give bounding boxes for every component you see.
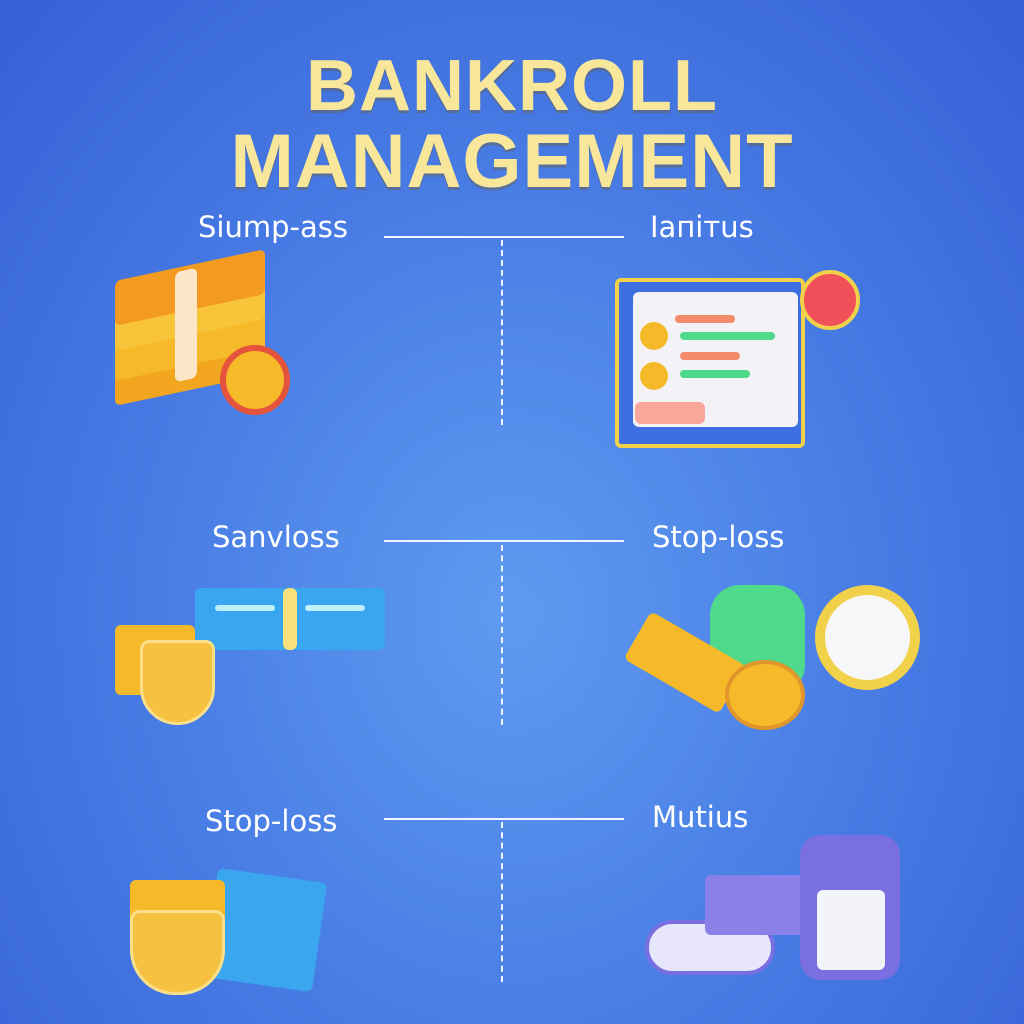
shield-coins-card-icon: [105, 570, 395, 730]
connector-line: [384, 818, 624, 820]
connector-line: [384, 236, 624, 238]
connector-dash: [501, 822, 503, 982]
shield-coins-cash-icon: [100, 850, 330, 1000]
title-line-1: BANKROLL: [306, 46, 718, 126]
title-line-2: MANAGEMENT: [230, 119, 794, 204]
row2-left-label: Sanvloss: [212, 520, 340, 554]
connector-dash: [501, 240, 503, 425]
coins-clock-icon: [623, 575, 930, 735]
money-stack-coin-icon: [105, 249, 295, 430]
dashboard-checklist-icon: [615, 270, 865, 450]
wallet-profile-icon: [645, 835, 905, 990]
row2-right-label: Stop-loss: [652, 520, 785, 554]
connector-dash: [501, 545, 503, 725]
row1-left-label: Siump-ass: [198, 210, 348, 244]
connector-line: [384, 540, 624, 542]
row3-right-label: Mutius: [652, 800, 749, 834]
row1-right-label: Iaпiтus: [650, 210, 754, 244]
row3-left-label: Stop-loss: [205, 804, 338, 838]
